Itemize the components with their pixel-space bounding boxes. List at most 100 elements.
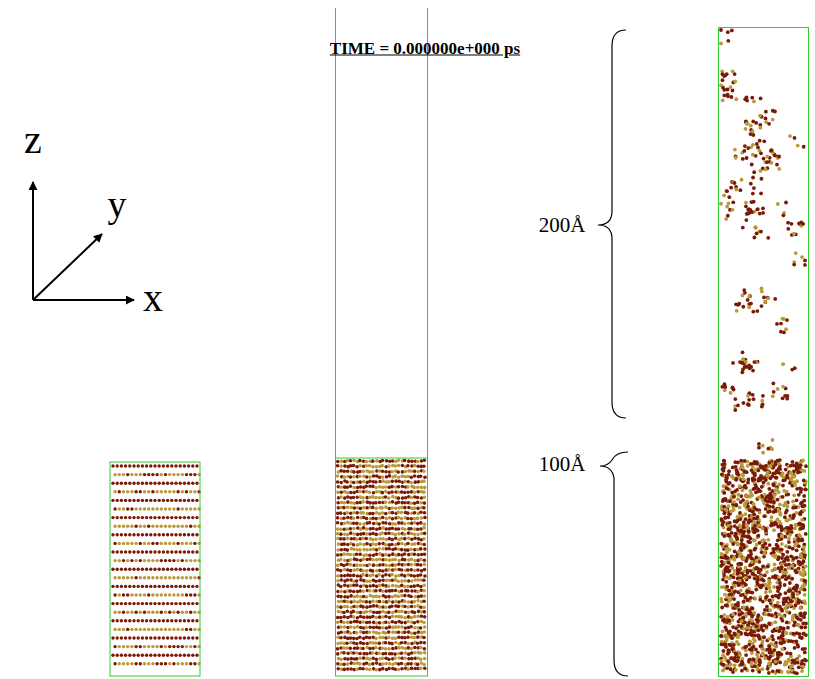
atom	[359, 585, 363, 589]
atom	[352, 574, 356, 578]
atom	[187, 550, 190, 553]
atom	[417, 578, 421, 582]
atom	[141, 568, 144, 571]
atom	[191, 585, 194, 588]
atom	[155, 559, 158, 562]
atom	[147, 542, 150, 545]
atom	[390, 538, 394, 542]
atom	[772, 528, 776, 532]
atom	[410, 589, 414, 593]
atom	[339, 605, 343, 609]
atom	[343, 475, 347, 479]
atom	[387, 531, 391, 535]
atom	[390, 573, 394, 577]
atom	[193, 559, 196, 562]
atom	[365, 460, 369, 464]
atom	[365, 569, 369, 573]
atom	[183, 568, 186, 571]
atom	[355, 563, 359, 567]
atom	[403, 563, 407, 567]
atom	[381, 475, 385, 479]
atom	[410, 651, 414, 655]
atom	[388, 662, 392, 666]
atom	[339, 585, 343, 589]
atom	[407, 506, 411, 510]
atom	[423, 563, 427, 567]
atom	[349, 589, 353, 593]
atom	[139, 611, 142, 614]
atom	[353, 568, 357, 572]
atom	[381, 662, 385, 666]
atom	[122, 662, 125, 665]
atom	[410, 537, 414, 541]
atom	[419, 585, 423, 589]
atom	[168, 507, 171, 510]
atom	[346, 500, 350, 504]
atom	[413, 480, 417, 484]
atom	[413, 491, 417, 495]
atom	[423, 516, 427, 520]
atom	[423, 574, 427, 578]
atom	[361, 667, 365, 671]
atom	[336, 474, 340, 478]
atom	[349, 631, 353, 635]
atom	[174, 654, 177, 657]
atom	[403, 636, 407, 640]
atom	[346, 600, 350, 604]
atom	[397, 511, 401, 515]
atom	[352, 610, 356, 614]
atom	[362, 522, 366, 526]
atom	[358, 589, 362, 593]
atom	[423, 475, 427, 479]
atom	[384, 485, 388, 489]
atom	[164, 507, 167, 510]
atom	[126, 611, 129, 614]
atom	[158, 654, 161, 657]
atom	[406, 548, 410, 552]
mixed-slab	[336, 458, 427, 671]
atom	[800, 669, 804, 673]
atom	[365, 527, 369, 531]
atom	[153, 550, 156, 553]
atom	[378, 501, 382, 505]
atom	[403, 630, 407, 634]
atom	[126, 628, 129, 631]
atom	[751, 607, 755, 611]
atom	[176, 645, 179, 648]
atom	[124, 619, 127, 622]
atom	[400, 651, 404, 655]
atom	[160, 473, 163, 476]
atom	[172, 542, 175, 545]
atom	[343, 464, 347, 468]
atom	[352, 547, 356, 551]
atom	[126, 490, 129, 493]
atom	[413, 527, 417, 531]
atom	[412, 584, 416, 588]
atom	[397, 625, 401, 629]
atom	[191, 516, 194, 519]
atom	[179, 602, 182, 605]
atom	[397, 496, 401, 500]
atom	[371, 470, 375, 474]
atom	[380, 506, 384, 510]
atom	[416, 533, 420, 537]
atom	[143, 490, 146, 493]
atom	[387, 584, 391, 588]
atom	[349, 667, 353, 671]
atom	[128, 585, 131, 588]
atom	[343, 599, 347, 603]
atom	[384, 647, 388, 651]
atom	[336, 667, 340, 671]
atom	[365, 605, 369, 609]
atom	[130, 507, 133, 510]
atom	[349, 594, 353, 598]
atom	[345, 563, 349, 567]
atom	[384, 512, 388, 516]
atom	[381, 537, 385, 541]
atom	[393, 667, 397, 671]
atom	[193, 662, 196, 665]
atom	[413, 631, 417, 635]
atom	[372, 563, 376, 567]
atom	[126, 525, 129, 528]
atom	[130, 559, 133, 562]
